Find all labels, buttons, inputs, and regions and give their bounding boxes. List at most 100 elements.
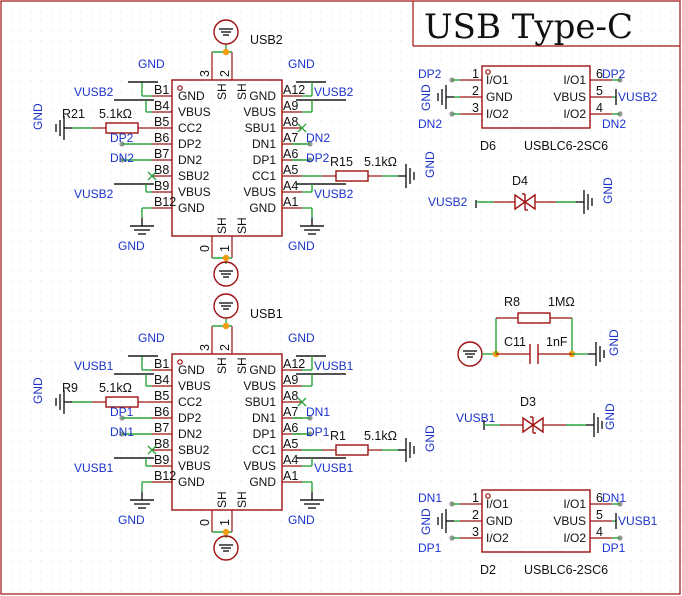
- pin-number-left: B5: [154, 389, 169, 403]
- net-label-gnd: GND: [138, 331, 165, 345]
- connector-body[interactable]: [171, 79, 283, 237]
- pin-number-left: B4: [154, 373, 169, 387]
- pin-name-right: VBUS: [243, 459, 276, 473]
- net-label-io1: DP2: [418, 67, 442, 81]
- tvs-pin-name: VBUS: [553, 90, 586, 104]
- net-label-gnd: GND: [118, 513, 145, 527]
- ground-rc: [588, 342, 605, 366]
- shield-pin-number: 0: [198, 519, 212, 526]
- shield-ground-bottom: [213, 535, 239, 561]
- tvs-pin-name: I/O1: [486, 73, 509, 87]
- pin1-marker: [177, 359, 183, 365]
- diode-triangle[interactable]: [522, 416, 535, 434]
- pin-number-left: B9: [154, 453, 169, 467]
- pin-number-right: A12: [283, 357, 305, 371]
- diode-triangle[interactable]: [514, 193, 527, 211]
- resistor-designator: R15: [330, 155, 353, 169]
- tvs-pin-number: 5: [596, 508, 603, 522]
- net-label-dp: DP1: [306, 425, 330, 439]
- pin-name-left: GND: [178, 89, 205, 103]
- pin-name-right: GND: [249, 363, 276, 377]
- tvs-pin-name: I/O2: [563, 531, 586, 545]
- net-label-vbus: VUSB2: [314, 187, 354, 201]
- resistor-designator: R21: [62, 107, 85, 121]
- resistor-value: 5.1kΩ: [99, 107, 132, 121]
- shield-pin-number: 0: [198, 245, 212, 252]
- net-label-dn: DN2: [110, 151, 134, 165]
- shield-pin-number: 3: [198, 344, 212, 351]
- pin-number-left: B12: [154, 195, 176, 209]
- net-label-gnd: GND: [603, 403, 617, 430]
- connector-body[interactable]: [171, 353, 283, 511]
- pin-name-right: VBUS: [243, 105, 276, 119]
- tvs-pin-number: 1: [472, 67, 479, 81]
- resistor-value: 5.1kΩ: [364, 429, 397, 443]
- pin-number-right: A12: [283, 83, 305, 97]
- tvs-pin-name: I/O2: [563, 107, 586, 121]
- net-label-gnd: GND: [31, 377, 45, 404]
- ground-d3: [586, 413, 603, 437]
- tvs-diode-d4[interactable]: [494, 193, 556, 211]
- pin-number-left: B7: [154, 147, 169, 161]
- net-label-gnd: GND: [31, 103, 45, 130]
- pin-name-left: VBUS: [178, 459, 211, 473]
- net-label-dn: DN2: [306, 131, 330, 145]
- no-connect-stroke: [297, 123, 307, 133]
- pin-name-left: GND: [178, 201, 205, 215]
- pin-number-right: A6: [283, 421, 298, 435]
- pin-number-right: A9: [283, 99, 298, 113]
- resistor-cc1[interactable]: [322, 170, 382, 182]
- shield-pin-name: SH: [215, 217, 229, 234]
- net-label-vbus: VUSB1: [314, 461, 354, 475]
- tvs-part-number: USBLC6-2SC6: [524, 563, 608, 577]
- pin-name-left: CC2: [178, 395, 202, 409]
- pin-number-left: B9: [154, 179, 169, 193]
- net-label-io2: DN2: [418, 117, 442, 131]
- pin-name-left: DN2: [178, 427, 202, 441]
- resistor-cc1[interactable]: [322, 444, 382, 456]
- tvs-pin-name: I/O1: [563, 497, 586, 511]
- net-label-gnd: GND: [423, 425, 437, 452]
- shield-pin-number: 1: [218, 519, 232, 526]
- net-label-gnd: GND: [288, 57, 315, 71]
- resistor-cc2[interactable]: [92, 122, 152, 134]
- sheet-title: USB Type-C: [424, 7, 633, 47]
- pin-number-left: B5: [154, 115, 169, 129]
- net-label-gnd: GND: [419, 508, 433, 535]
- pin-name-left: VBUS: [178, 105, 211, 119]
- pin-name-right: GND: [249, 201, 276, 215]
- pin-name-right: VBUS: [243, 185, 276, 199]
- pin-name-right: GND: [249, 475, 276, 489]
- tvs-pin-number: 3: [472, 101, 479, 115]
- shield-pin-name: SH: [235, 83, 249, 100]
- shield-ground-circle: [213, 293, 239, 319]
- tvs-pin-number: 2: [472, 508, 479, 522]
- pin-name-left: VBUS: [178, 379, 211, 393]
- tvs-pin-name: I/O2: [486, 107, 509, 121]
- net-label-vbus: VUSB2: [74, 187, 114, 201]
- pin-number-right: A7: [283, 405, 298, 419]
- resistor-r8[interactable]: [496, 312, 572, 324]
- net-label-dn: DN1: [110, 425, 134, 439]
- net-label-dp: DP2: [110, 131, 134, 145]
- net-label-vbus: VUSB2: [74, 85, 114, 99]
- tvs-pin-name: I/O2: [486, 531, 509, 545]
- connector-designator: USB1: [250, 307, 283, 321]
- pin-number-left: B4: [154, 99, 169, 113]
- resistor-designator: R1: [330, 429, 346, 443]
- tvs-diode-d3[interactable]: [500, 416, 566, 434]
- pin-name-right: DN1: [252, 411, 276, 425]
- net-label-vbus: VUSB1: [618, 514, 658, 528]
- pin1-marker: [485, 69, 491, 75]
- resistor-cc2[interactable]: [92, 396, 152, 408]
- pin-number-left: B7: [154, 421, 169, 435]
- junction-dot: [222, 528, 230, 536]
